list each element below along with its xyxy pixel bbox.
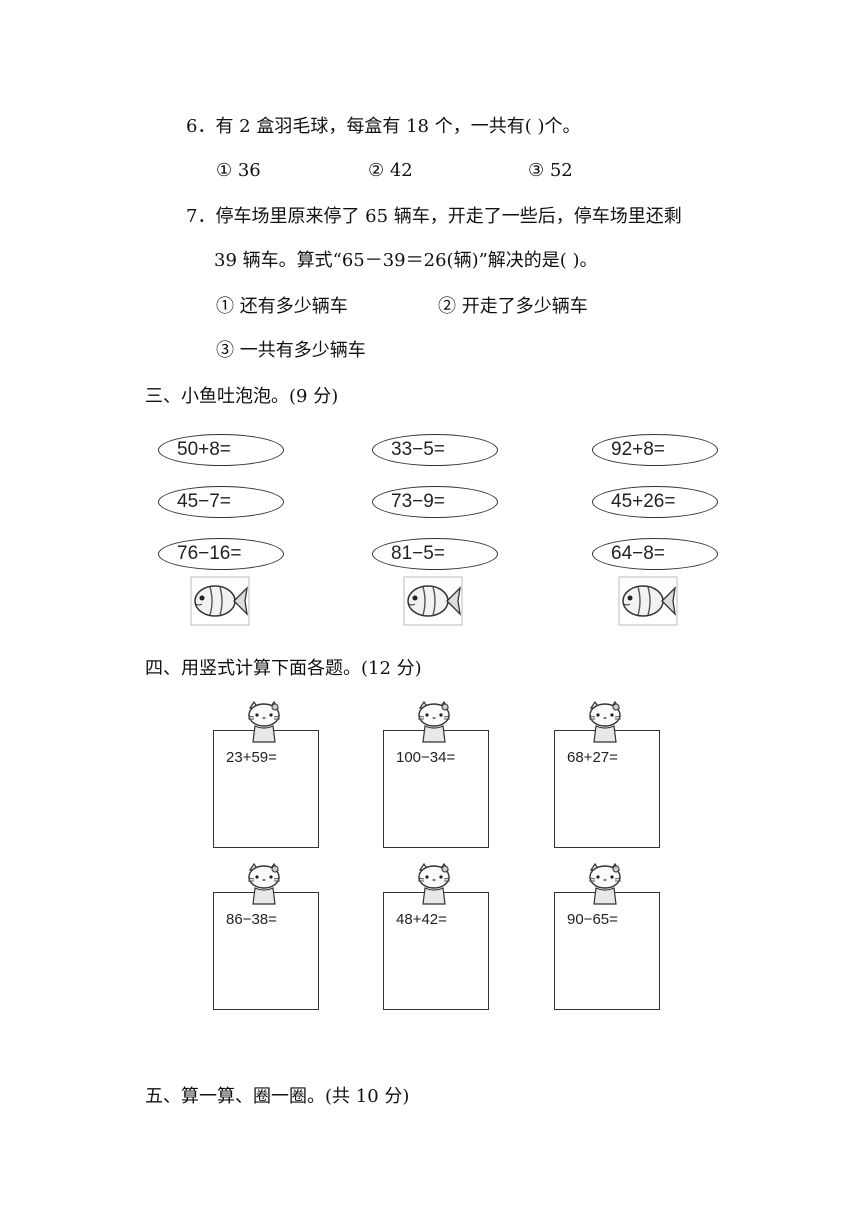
calc-card-expression: 100−34=	[396, 749, 456, 766]
bubble: 92+8=	[592, 434, 718, 466]
kitty-icon	[588, 700, 622, 743]
calc-card: 23+59=	[213, 730, 319, 848]
q7-option-2: ② 开走了多少辆车	[438, 296, 588, 317]
fish-icon	[403, 576, 463, 626]
bubble: 64−8=	[592, 538, 718, 570]
calc-card-expression: 23+59=	[226, 749, 277, 766]
calc-card: 68+27=	[554, 730, 660, 848]
bubble-text: 76−16=	[177, 543, 242, 564]
bubble: 45+26=	[592, 486, 718, 518]
bubble-text: 45+26=	[611, 491, 676, 512]
calc-card: 90−65=	[554, 892, 660, 1010]
kitty-icon	[417, 862, 451, 905]
bubble-text: 81−5=	[391, 543, 445, 564]
kitty-icon	[417, 700, 451, 743]
bubble: 33−5=	[372, 434, 498, 466]
question-7-line1: 7．停车场里原来停了 65 辆车，开走了一些后，停车场里还剩	[186, 206, 682, 227]
kitty-icon	[247, 862, 281, 905]
calc-card-expression: 86−38=	[226, 911, 277, 928]
bubble: 50+8=	[158, 434, 284, 466]
q6-option-3: ③ 52	[528, 160, 573, 181]
kitty-icon	[588, 862, 622, 905]
question-7-line2: 39 辆车。算式“65－39＝26(辆)”解决的是( )。	[214, 250, 598, 271]
fish-icon	[190, 576, 250, 626]
calc-card: 48+42=	[383, 892, 489, 1010]
bubble-text: 64−8=	[611, 543, 665, 564]
fish-icon	[618, 576, 678, 626]
bubble-text: 33−5=	[391, 439, 445, 460]
calc-card: 100−34=	[383, 730, 489, 848]
bubble: 45−7=	[158, 486, 284, 518]
section-3-title: 三、小鱼吐泡泡。(9 分)	[145, 386, 339, 407]
q7-option-3: ③ 一共有多少辆车	[216, 340, 366, 361]
bubble-text: 92+8=	[611, 439, 665, 460]
calc-card-expression: 90−65=	[567, 911, 618, 928]
calc-card: 86−38=	[213, 892, 319, 1010]
bubble: 81−5=	[372, 538, 498, 570]
bubble-text: 50+8=	[177, 439, 231, 460]
section-5-title: 五、算一算、圈一圈。(共 10 分)	[145, 1086, 410, 1107]
question-6-text: 6．有 2 盒羽毛球，每盒有 18 个，一共有( )个。	[186, 116, 581, 137]
calc-card-expression: 68+27=	[567, 749, 618, 766]
bubble: 73−9=	[372, 486, 498, 518]
bubble-text: 73−9=	[391, 491, 445, 512]
kitty-icon	[247, 700, 281, 743]
q6-option-1: ① 36	[216, 160, 261, 181]
section-4-title: 四、用竖式计算下面各题。(12 分)	[145, 658, 422, 679]
calc-card-expression: 48+42=	[396, 911, 447, 928]
bubble-text: 45−7=	[177, 491, 231, 512]
bubble: 76−16=	[158, 538, 284, 570]
q7-option-1: ① 还有多少辆车	[216, 296, 348, 317]
q6-option-2: ② 42	[368, 160, 413, 181]
